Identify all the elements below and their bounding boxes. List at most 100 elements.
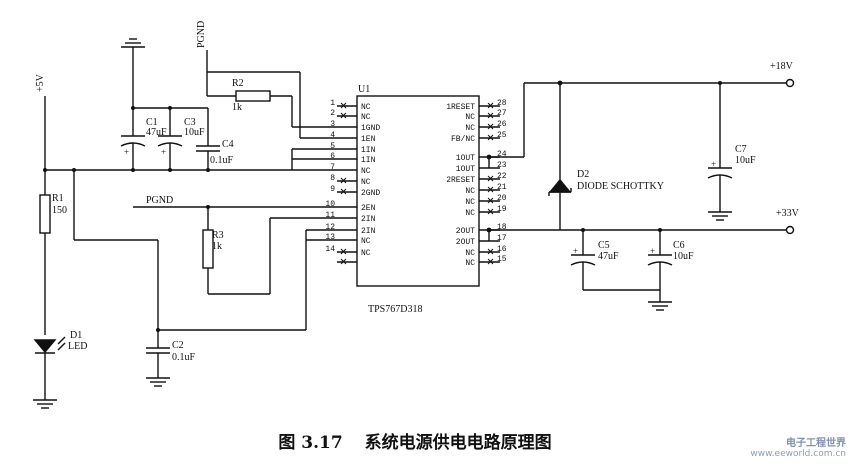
pin-number-left: 4 [330, 131, 335, 140]
pin-name-right: NC [465, 198, 475, 207]
pin-name-left: 1GND [361, 124, 380, 133]
c5-value: 47uF [598, 251, 619, 262]
svg-text:+: + [573, 246, 578, 256]
pin-number-right: 16 [497, 245, 507, 254]
pin-number-right: 26 [497, 120, 507, 129]
u1-label: U1 [358, 84, 370, 95]
pin-name-left: NC [361, 249, 371, 258]
r1-resistor [39, 194, 51, 234]
pin-number-left: 13 [325, 233, 335, 242]
pin-name-left: 2IN [361, 215, 376, 224]
pin-number-right: 23 [497, 161, 507, 170]
pin-number-right: 18 [497, 223, 507, 232]
figure-number: 图 3.17 [278, 433, 343, 453]
c3-name: C3 [184, 117, 196, 128]
pin-number-left: 12 [325, 223, 335, 232]
r1-value: 150 [52, 205, 67, 216]
pin-name-left: 1IN [361, 156, 376, 165]
c5-name: C5 [598, 240, 610, 251]
pin-name-right: 2OUT [456, 238, 475, 247]
pin-name-right: NC [465, 113, 475, 122]
svg-text:+: + [161, 147, 166, 157]
pin-name-left: 2GND [361, 189, 380, 198]
pin-name-left: 2IN [361, 227, 376, 236]
pin-name-left: 2EN [361, 204, 376, 213]
pin-name-right: NC [465, 249, 475, 258]
watermark-logo: 电子工程世界 www.eeworld.com.cn [750, 434, 846, 459]
pin-number-right: 25 [497, 131, 507, 140]
pin-number-left: 10 [325, 200, 335, 209]
pin-number-left: 5 [330, 142, 335, 151]
pin-name-right: 1OUT [456, 165, 475, 174]
pin-number-right: 19 [497, 205, 507, 214]
pin-name-left: 1EN [361, 135, 376, 144]
pin-number-left: 3 [330, 120, 335, 129]
pin-number-left: 1 [330, 99, 335, 108]
r2-resistor [235, 90, 271, 102]
pin-name-left: 1IN [361, 146, 376, 155]
r2-name: R2 [232, 78, 244, 89]
c6-name: C6 [673, 240, 685, 251]
pin-number-right: 15 [497, 255, 507, 264]
c3-value: 10uF [184, 127, 205, 138]
plus18v-label: +18V [770, 61, 794, 72]
pin-number-left: 7 [330, 163, 335, 172]
c4-name: C4 [222, 139, 234, 150]
schematic-diagram: + + + + + PGND +5V R2 1k C1 47uF C3 10uF… [33, 21, 800, 409]
pgnd-top-label: PGND [196, 21, 207, 48]
d2-value: DIODE SCHOTTKY [577, 181, 664, 192]
c1-value: 47uF [146, 127, 167, 138]
pin-number-right: 22 [497, 172, 507, 181]
svg-text:+: + [711, 159, 716, 169]
u1-chip-body [356, 95, 480, 287]
pin-name-right: NC [465, 259, 475, 268]
pin-number-left: 6 [330, 152, 335, 161]
d1-name: D1 [70, 330, 82, 341]
d2-name: D2 [577, 169, 589, 180]
pin-number-right: 24 [497, 150, 507, 159]
pin-name-right: NC [465, 187, 475, 196]
pin-number-right: 27 [497, 109, 507, 118]
pin-number-right: 20 [497, 194, 507, 203]
pin-name-right: NC [465, 124, 475, 133]
c2-value: 0.1uF [172, 352, 196, 363]
r3-name: R3 [212, 230, 224, 241]
pin-name-right: FB/NC [451, 135, 475, 144]
pin-number-left: 14 [325, 245, 335, 254]
c1-name: C1 [146, 117, 158, 128]
d1-led-symbol [33, 339, 57, 354]
pin-name-left: NC [361, 103, 371, 112]
c7-value: 10uF [735, 155, 756, 166]
pin-name-right: 1OUT [456, 154, 475, 163]
watermark-line2: www.eeworld.com.cn [750, 449, 846, 459]
r3-value: 1k [212, 241, 222, 252]
d2-schottky-symbol [548, 178, 572, 193]
svg-text:+: + [650, 246, 655, 256]
pin-number-left: 8 [330, 174, 335, 183]
pin-number-right: 21 [497, 183, 507, 192]
c4-value: 0.1uF [210, 155, 234, 166]
chip-part-number: TPS767D318 [368, 304, 422, 315]
c7-name: C7 [735, 144, 747, 155]
pgnd-mid-label: PGND [146, 195, 173, 206]
pin-name-left: NC [361, 113, 371, 122]
pin-name-left: NC [361, 167, 371, 176]
c6-value: 10uF [673, 251, 694, 262]
pin-number-left: 2 [330, 109, 335, 118]
r1-name: R1 [52, 193, 64, 204]
pin-name-right: 2OUT [456, 227, 475, 236]
plus33v-label: +33V [776, 208, 800, 219]
pin-number-left: 11 [325, 211, 335, 220]
pin-name-right: 2RESET [446, 176, 475, 185]
d1-value: LED [68, 341, 87, 352]
pin-name-right: 1RESET [446, 103, 475, 112]
r2-value: 1k [232, 102, 242, 113]
pin-number-right: 17 [497, 234, 507, 243]
pin-number-right: 28 [497, 99, 507, 108]
pin-name-left: NC [361, 237, 371, 246]
pin-name-left: NC [361, 178, 371, 187]
svg-text:+: + [124, 147, 129, 157]
pin-number-left: 9 [330, 185, 335, 194]
watermark-line1: 电子工程世界 [786, 438, 846, 449]
